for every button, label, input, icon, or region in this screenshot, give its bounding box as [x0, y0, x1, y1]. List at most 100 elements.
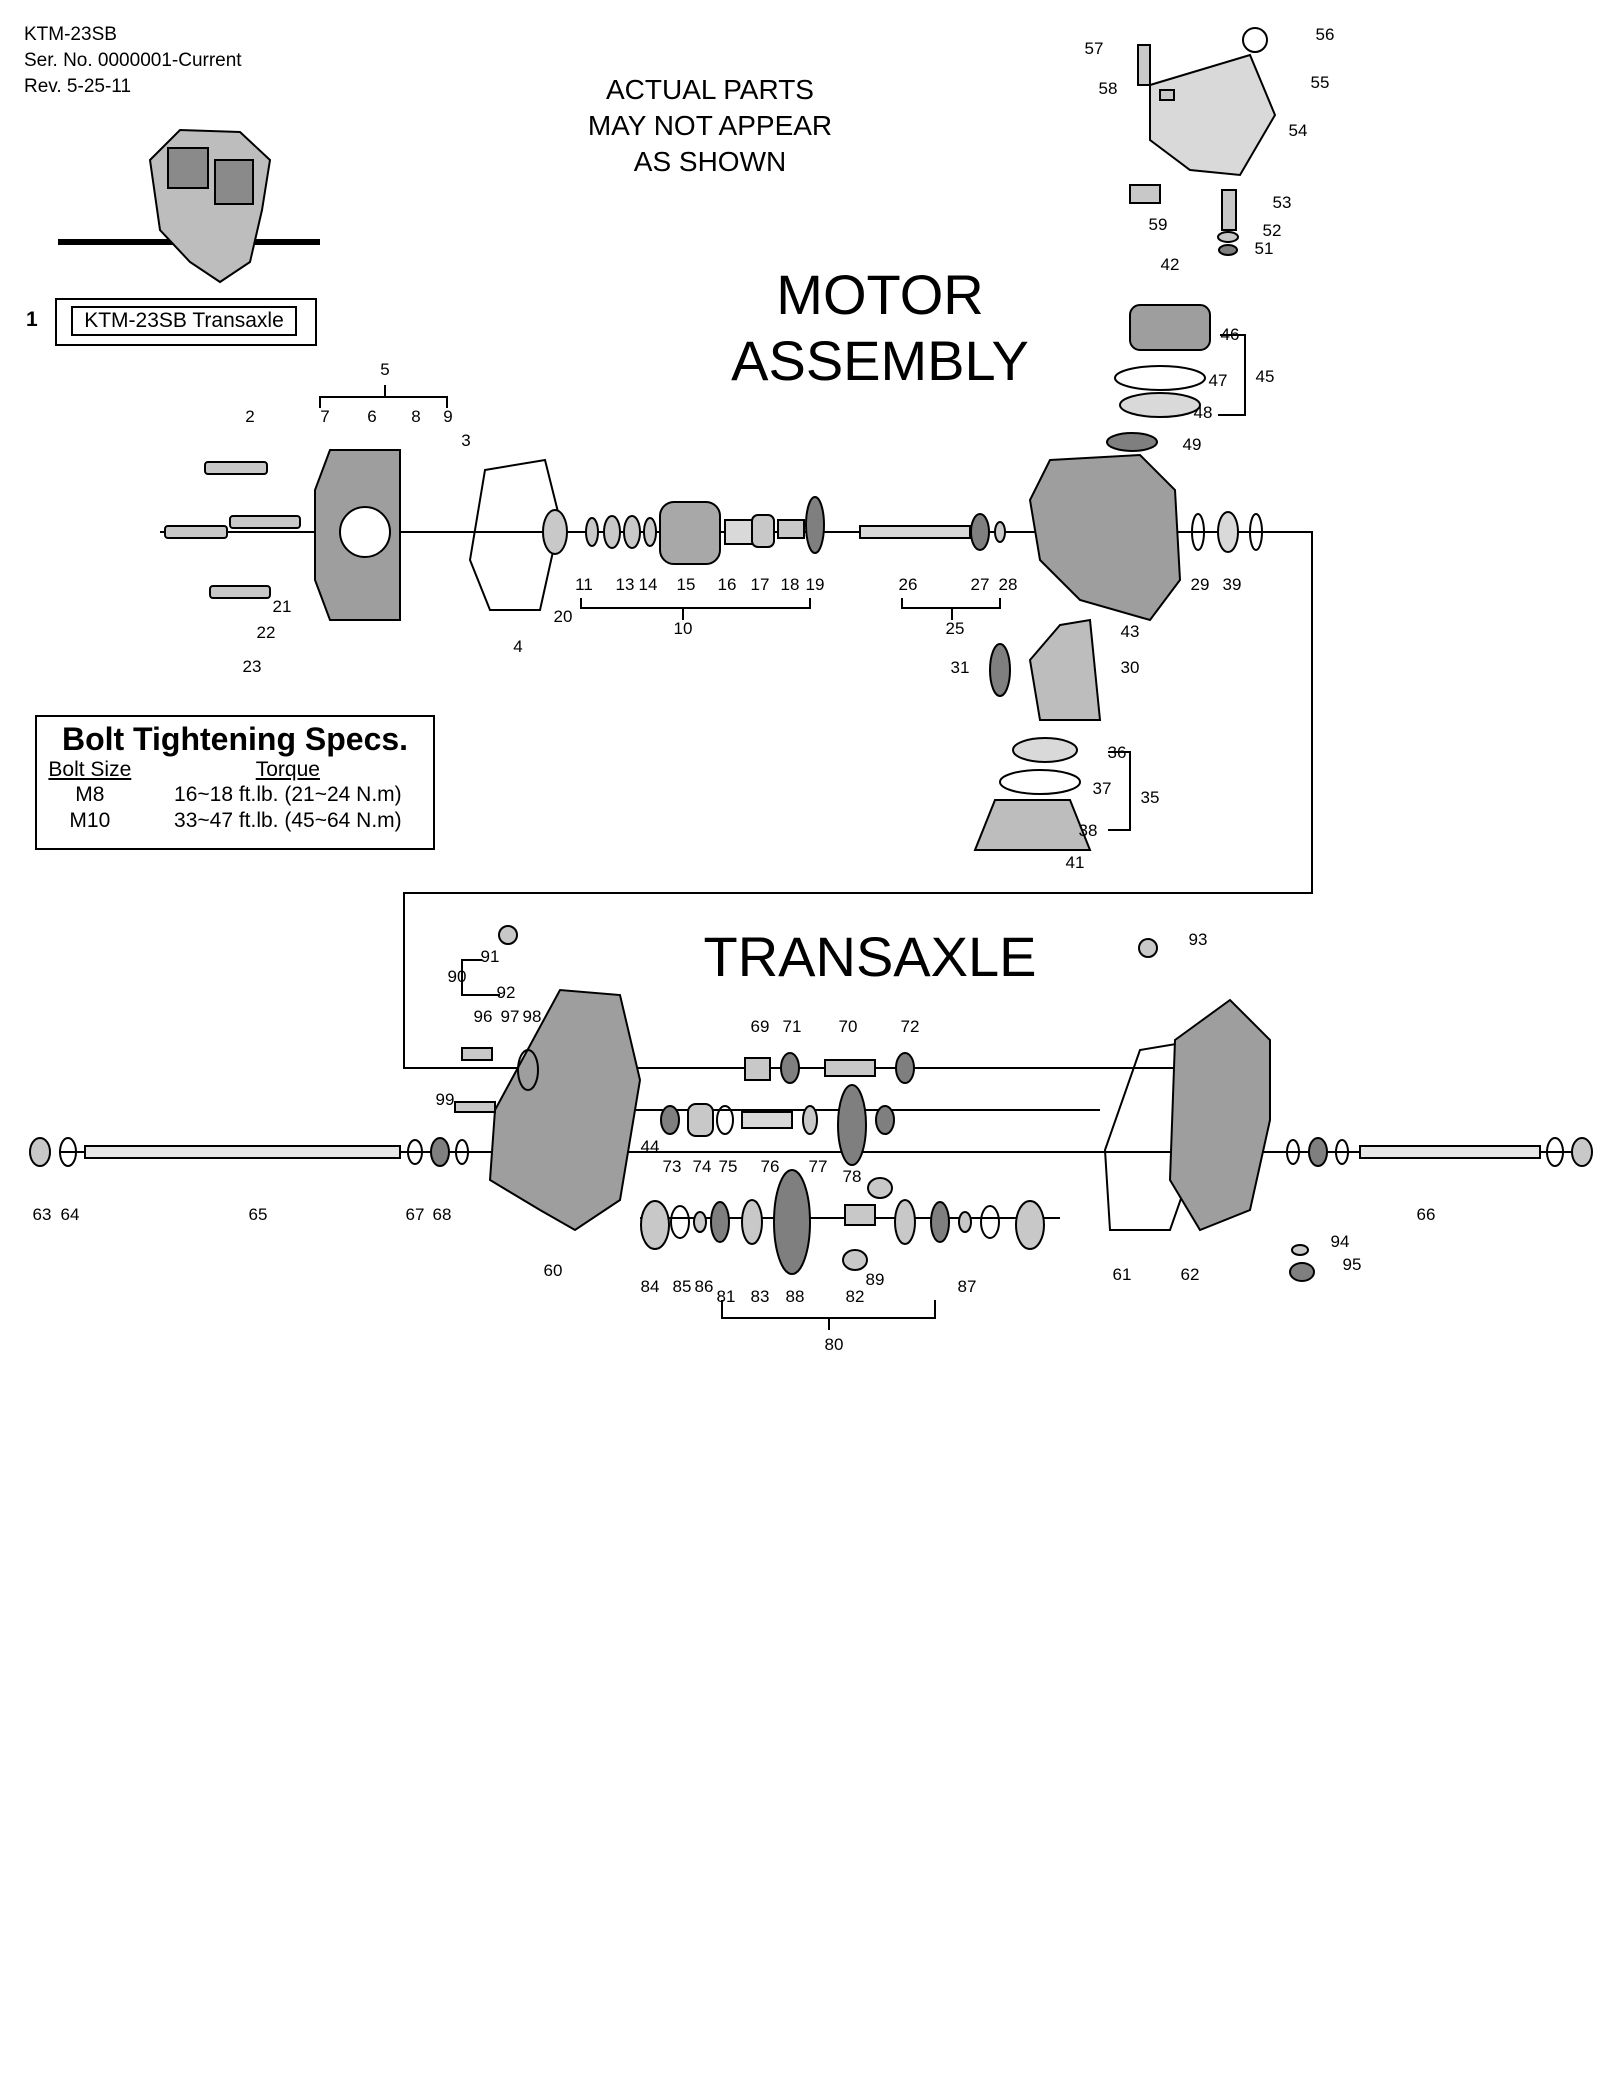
part-callout-22: 22 [257, 623, 276, 642]
part-callout-69: 69 [751, 1017, 770, 1036]
part-callout-38: 38 [1079, 821, 1098, 840]
part-callout-60: 60 [544, 1261, 563, 1280]
part-callout-21: 21 [273, 597, 292, 616]
part-callout-47: 47 [1209, 371, 1228, 390]
part-callout-82: 82 [846, 1287, 865, 1306]
part-callout-26: 26 [899, 575, 918, 594]
part-callout-7: 7 [320, 407, 329, 426]
part-callout-42: 42 [1161, 255, 1180, 274]
assembly-item-number: 1 [26, 308, 38, 331]
part-callout-71: 71 [783, 1017, 802, 1036]
part-callout-73: 73 [663, 1157, 682, 1176]
motor-title-line-2: ASSEMBLY [731, 329, 1029, 392]
part-callout-64: 64 [61, 1205, 80, 1224]
part-callout-81: 81 [717, 1287, 736, 1306]
torque-cell: 16~18 ft.lb. (21~24 N.m) [174, 783, 402, 806]
part-callout-37: 37 [1093, 779, 1112, 798]
part-callout-80: 80 [825, 1335, 844, 1354]
assembly-item-box: KTM-23SB Transaxle [55, 298, 317, 346]
part-callout-78: 78 [843, 1167, 862, 1186]
table-row: M8 16~18 ft.lb. (21~24 N.m) [37, 782, 433, 808]
model-number: KTM-23SB [24, 24, 117, 45]
part-callout-25: 25 [946, 619, 965, 638]
part-callout-17: 17 [751, 575, 770, 594]
part-callout-68: 68 [433, 1205, 452, 1224]
part-callout-58: 58 [1099, 79, 1118, 98]
part-callout-5: 5 [380, 360, 389, 379]
part-callout-95: 95 [1343, 1255, 1362, 1274]
part-callout-70: 70 [839, 1017, 858, 1036]
part-callout-83: 83 [751, 1287, 770, 1306]
part-callout-59: 59 [1149, 215, 1168, 234]
torque-cell: 33~47 ft.lb. (45~64 N.m) [174, 809, 402, 832]
part-callout-14: 14 [639, 575, 658, 594]
part-callout-23: 23 [243, 657, 262, 676]
part-callout-55: 55 [1311, 73, 1330, 92]
part-callout-97: 97 [501, 1007, 520, 1026]
part-callout-19: 19 [806, 575, 825, 594]
part-callout-94: 94 [1331, 1232, 1350, 1251]
part-callout-46: 46 [1221, 325, 1240, 344]
part-callout-9: 9 [443, 407, 452, 426]
part-callout-72: 72 [901, 1017, 920, 1036]
part-callout-45: 45 [1256, 367, 1275, 386]
part-callout-74: 74 [693, 1157, 712, 1176]
part-callout-15: 15 [677, 575, 696, 594]
part-callout-27: 27 [971, 575, 990, 594]
part-callout-4: 4 [513, 637, 522, 656]
part-callout-13: 13 [616, 575, 635, 594]
part-callout-56: 56 [1316, 25, 1335, 44]
revision-date: Rev. 5-25-11 [24, 76, 132, 97]
part-callout-86: 86 [695, 1277, 714, 1296]
bolt-size-cell: M10 [69, 809, 111, 832]
part-callout-87: 87 [958, 1277, 977, 1296]
notice-line-1: ACTUAL PARTS [606, 74, 814, 105]
bolt-specs-grid: Bolt Size Torque M8 16~18 ft.lb. (21~24 … [37, 758, 433, 834]
part-callout-30: 30 [1121, 658, 1140, 677]
part-callout-51: 51 [1255, 239, 1274, 258]
part-callout-54: 54 [1289, 121, 1308, 140]
part-callout-43: 43 [1121, 622, 1140, 641]
motor-assembly-parts [164, 27, 1277, 851]
document-header: KTM-23SB Ser. No. 0000001-Current Rev. 5… [24, 22, 242, 100]
part-callout-52: 52 [1263, 221, 1282, 240]
part-callout-85: 85 [673, 1277, 692, 1296]
part-callout-39: 39 [1223, 575, 1242, 594]
part-callout-6: 6 [367, 407, 376, 426]
part-callout-41: 41 [1066, 853, 1085, 872]
part-callout-66: 66 [1417, 1205, 1436, 1224]
part-callout-67: 67 [406, 1205, 425, 1224]
torque-header: Torque [255, 758, 320, 781]
bolt-specs-table: Bolt Tightening Specs. Bolt Size Torque … [35, 715, 435, 850]
part-callout-63: 63 [33, 1205, 52, 1224]
part-callout-62: 62 [1181, 1265, 1200, 1284]
bolt-specs-title: Bolt Tightening Specs. [61, 721, 409, 757]
part-callout-91: 91 [481, 947, 500, 966]
serial-number: Ser. No. 0000001-Current [24, 50, 242, 71]
part-callout-84: 84 [641, 1277, 660, 1296]
part-callout-90: 90 [448, 967, 467, 986]
bolt-size-cell: M8 [75, 783, 105, 806]
part-callout-61: 61 [1113, 1265, 1132, 1284]
part-callout-53: 53 [1273, 193, 1292, 212]
part-callout-28: 28 [999, 575, 1018, 594]
part-callout-93: 93 [1189, 930, 1208, 949]
part-callout-20: 20 [554, 607, 573, 626]
notice-line-3: AS SHOWN [633, 146, 787, 177]
part-callout-65: 65 [249, 1205, 268, 1224]
part-callout-36: 36 [1108, 743, 1127, 762]
transaxle-parts [29, 925, 1593, 1282]
appearance-notice: ACTUAL PARTS MAY NOT APPEAR AS SHOWN [560, 72, 860, 180]
part-callout-44: 44 [641, 1137, 660, 1156]
part-callout-29: 29 [1191, 575, 1210, 594]
table-row: M10 33~47 ft.lb. (45~64 N.m) [37, 808, 433, 834]
part-callout-57: 57 [1085, 39, 1104, 58]
part-callout-99: 99 [436, 1090, 455, 1109]
part-callout-3: 3 [461, 431, 470, 450]
part-callout-89: 89 [866, 1270, 885, 1289]
part-callout-88: 88 [786, 1287, 805, 1306]
part-callout-96: 96 [474, 1007, 493, 1026]
part-callout-48: 48 [1194, 403, 1213, 422]
